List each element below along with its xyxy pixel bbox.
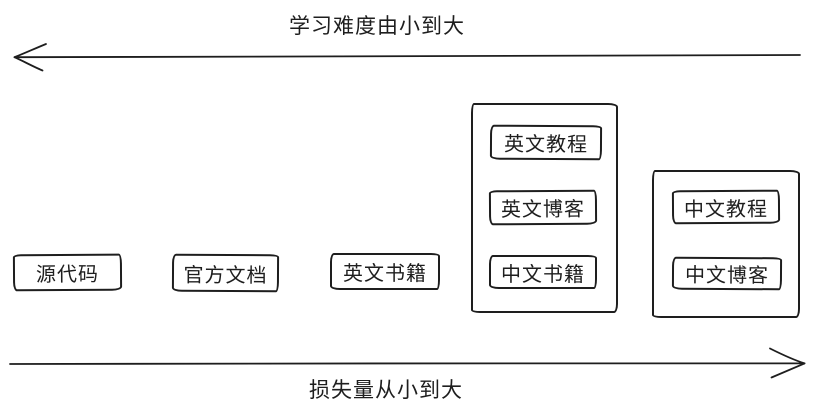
node-label: 中文教程 xyxy=(683,196,769,221)
group-chinese: 中文教程 中文博客 xyxy=(652,170,800,318)
node-label: 英文书籍 xyxy=(343,261,427,285)
node-label: 英文博客 xyxy=(500,196,586,222)
node-chinese-blogs: 中文博客 xyxy=(671,256,783,291)
node-english-books: 英文书籍 xyxy=(330,253,440,290)
left-arrow-icon xyxy=(13,43,801,72)
node-english-tutorials: 英文教程 xyxy=(489,124,603,161)
node-label: 中文博客 xyxy=(684,262,770,288)
node-label: 中文书籍 xyxy=(501,261,585,286)
bottom-axis-label: 损失量从小到大 xyxy=(309,378,463,402)
node-official-docs: 官方文档 xyxy=(171,253,280,293)
node-chinese-tutorials: 中文教程 xyxy=(671,189,781,225)
node-source-code: 源代码 xyxy=(12,253,123,292)
node-label: 英文教程 xyxy=(503,131,589,157)
node-chinese-books: 中文书籍 xyxy=(489,255,597,289)
node-english-blogs: 英文博客 xyxy=(488,189,598,226)
group-english-chinese: 英文教程 英文博客 中文书籍 xyxy=(471,103,618,313)
node-label: 源代码 xyxy=(35,261,100,287)
node-label: 官方文档 xyxy=(183,262,268,287)
top-axis-label: 学习难度由小到大 xyxy=(289,14,465,38)
